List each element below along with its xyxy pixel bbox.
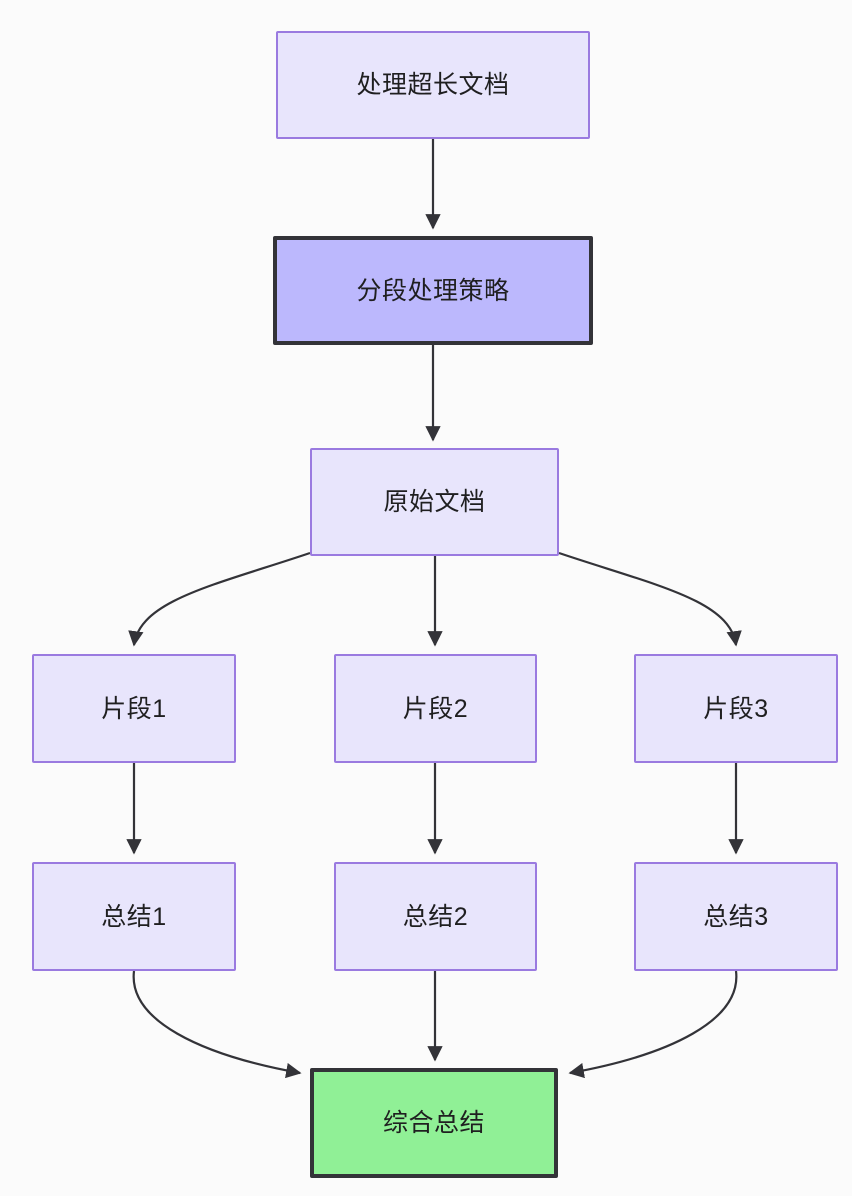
node-label: 总结3 (703, 902, 769, 931)
node-summary-1[interactable]: 总结1 (32, 862, 236, 971)
node-comprehensive-summary[interactable]: 综合总结 (310, 1068, 558, 1178)
node-label: 分段处理策略 (356, 276, 510, 305)
edge-n7-n10 (132, 970, 302, 1079)
node-label: 片段2 (402, 694, 469, 723)
node-process-long-document[interactable]: 处理超长文档 (276, 31, 590, 139)
node-fragment-2[interactable]: 片段2 (334, 654, 537, 763)
node-label: 总结1 (101, 902, 167, 931)
node-label: 处理超长文档 (356, 71, 510, 99)
node-fragment-1[interactable]: 片段1 (32, 654, 236, 763)
node-label: 总结2 (402, 902, 469, 931)
edge-n9-n10 (568, 970, 738, 1079)
node-label: 综合总结 (382, 1109, 485, 1137)
node-label: 片段3 (703, 694, 769, 723)
node-chunking-strategy[interactable]: 分段处理策略 (273, 236, 593, 345)
edge-n3-n4 (128, 551, 311, 647)
node-original-document[interactable]: 原始文档 (310, 448, 559, 556)
node-label: 原始文档 (383, 488, 486, 516)
node-summary-2[interactable]: 总结2 (334, 862, 537, 971)
node-fragment-3[interactable]: 片段3 (634, 654, 838, 763)
node-label: 片段1 (101, 694, 167, 723)
edge-n3-n6 (558, 551, 742, 647)
node-summary-3[interactable]: 总结3 (634, 862, 838, 971)
